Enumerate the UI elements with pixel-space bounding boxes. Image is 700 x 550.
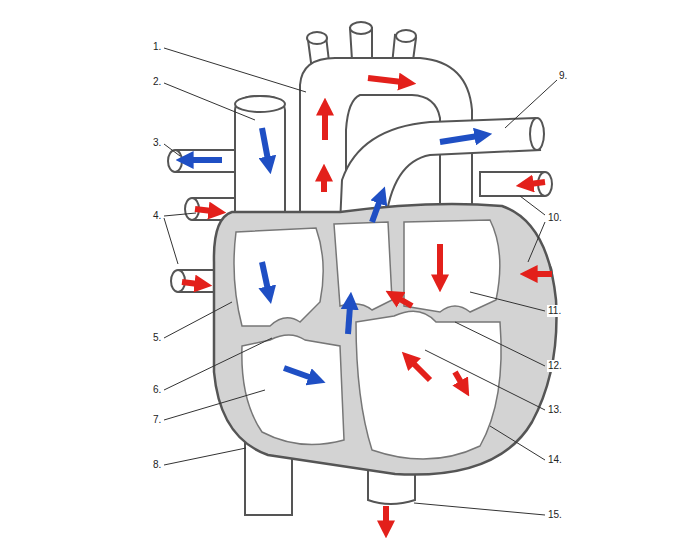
heart-body <box>214 204 557 475</box>
callout-number: 13. <box>547 404 563 416</box>
callout-number: 2. <box>152 76 162 88</box>
callout-number: 1. <box>152 41 162 53</box>
callout-number: 4. <box>152 210 162 222</box>
callout-number: 15. <box>547 509 563 521</box>
leader-lines <box>164 48 557 515</box>
callout-number: 5. <box>152 332 162 344</box>
callout-number: 8. <box>152 459 162 471</box>
callout-number: 3. <box>152 137 162 149</box>
callout-number: 11. <box>547 305 562 317</box>
callout-number: 7. <box>152 414 162 426</box>
callout-number: 12. <box>547 360 563 372</box>
callout-number: 10. <box>547 212 563 224</box>
callout-number: 9. <box>558 70 568 82</box>
callout-number: 6. <box>152 384 162 396</box>
callout-number: 14. <box>547 454 563 466</box>
flow-arrows <box>182 78 552 524</box>
